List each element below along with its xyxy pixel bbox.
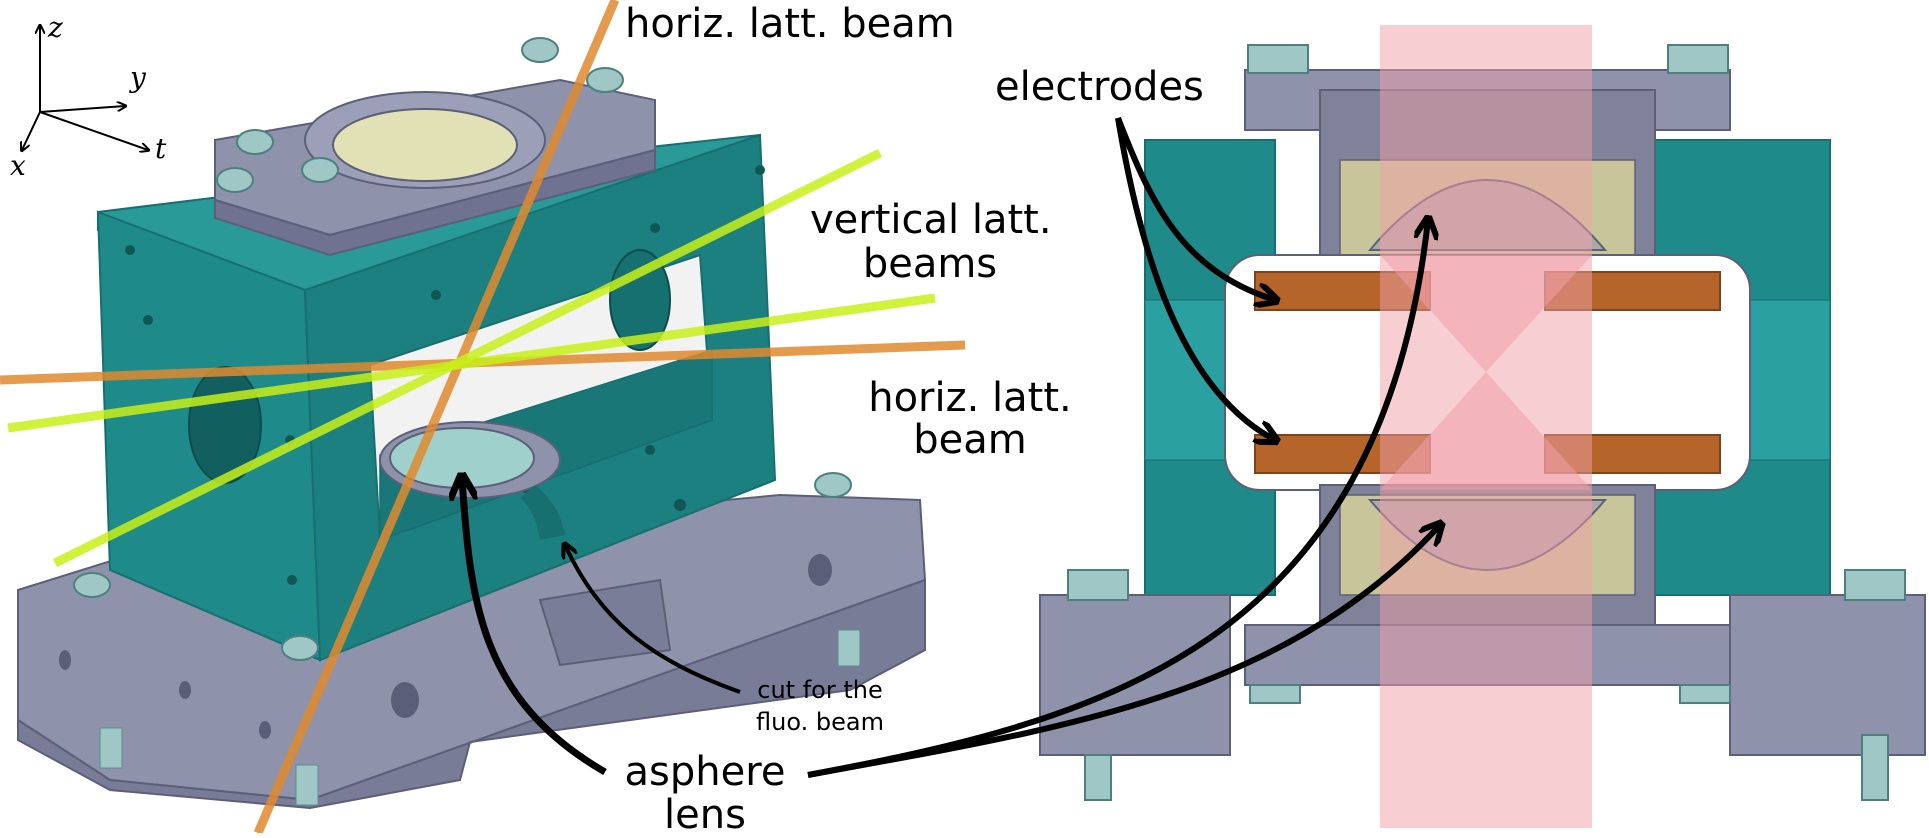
body-hole [125,245,135,255]
t-axis-arrow [39,111,148,150]
x-axis-label: x [10,149,26,182]
bottom-screw-left [1249,684,1301,704]
body-hole [755,165,765,175]
cut-label-line1: cut for the [757,676,883,704]
asphere-arrow-left [462,478,607,776]
body-hole [431,290,441,300]
clamp-screw-head [1067,569,1129,601]
beam-focus-lower [1380,372,1592,490]
z-axis-label: z [48,11,63,44]
electrodes-label: electrodes [995,64,1204,110]
annotation-arrows [462,116,1440,778]
clamp-left [1039,594,1231,756]
vertical-latt-beam-2 [52,148,883,568]
asphere-arrow-lower [807,525,1440,778]
electrodes-arrow-lower [1115,117,1275,440]
asphere-lens-label-line1: asphere [624,749,786,795]
beam-focus-upper [1380,255,1592,372]
x-axis-arrow [22,111,41,150]
clamp-right [1729,594,1926,756]
base-hole [259,721,271,739]
horiz-latt-beam-diagonal [253,0,620,833]
top-screw-right [1667,44,1729,74]
base-hole [808,554,832,586]
cut-label-line2: fluo. beam [756,708,884,736]
horiz-latt-beam-label-top: horiz. latt. beam [625,1,955,47]
vertical-latt-beams-label-line2: beams [862,241,998,287]
axis-triad [22,26,148,150]
fluo-cut [520,485,565,540]
clamp-screw-leg [1861,734,1889,801]
body-hole [287,575,297,585]
base-groove [538,578,672,667]
base-leg [99,727,123,769]
cut-arrow [565,545,741,694]
horiz-latt-beam-label-mid-line1: horiz. latt. [868,375,1072,421]
y-axis-label: y [130,61,146,94]
asphere-lens-label-line2: lens [664,792,746,838]
t-axis-label: t [155,132,167,165]
clamp-screw-head [1844,569,1906,601]
clamp-screw-leg [1084,754,1112,801]
body-hole [674,499,686,511]
body-hole [143,315,153,325]
electrodes-arrow-upper [1115,116,1275,300]
bottom-screw-right [1679,684,1731,704]
vertical-latt-beam-1 [7,293,936,433]
base-leg [837,629,861,667]
top-screw-left [1247,44,1309,74]
body-hole [645,445,655,455]
vertical-latt-beams-label-line1: vertical latt. [810,197,1052,243]
upper-asphere-lens [332,108,518,182]
base-leg [295,764,319,806]
screw-group [73,37,852,661]
y-axis-arrow [39,106,125,113]
base-hole [179,681,191,699]
top-plate-side [214,148,656,257]
base-hole [391,682,419,718]
right-cross-section [1039,25,1926,828]
base-hole [59,650,71,670]
horiz-latt-beam-label-mid-line2: beam [913,417,1027,463]
body-hole [650,223,660,233]
